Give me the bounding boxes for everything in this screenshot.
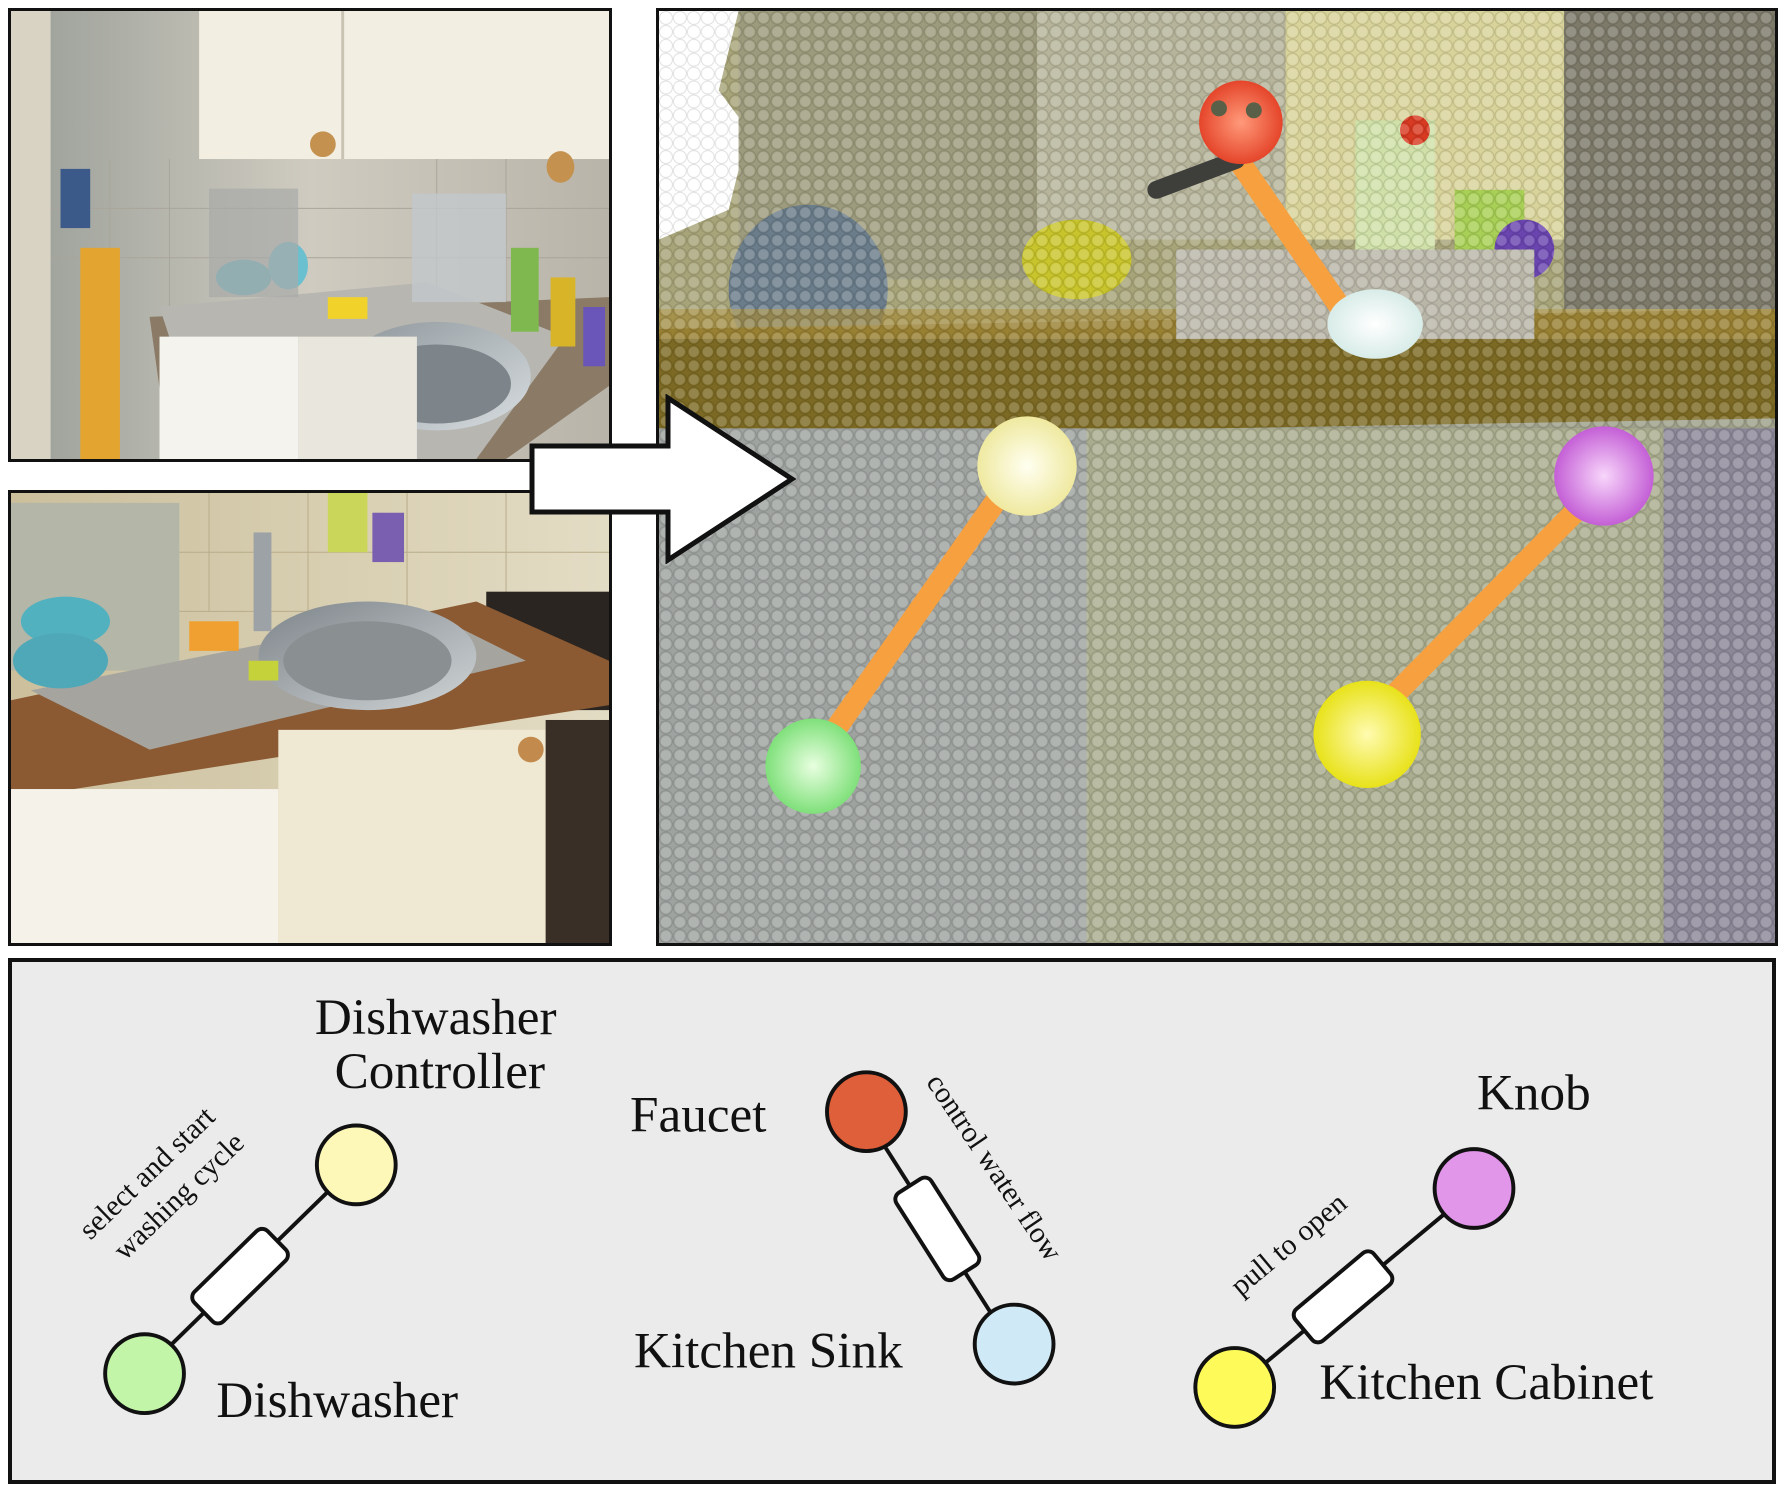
legend-graph: Dishwasher Controller Dishwasher select … (73, 989, 1653, 1429)
dishwasher-relation: Dishwasher Controller Dishwasher select … (73, 989, 557, 1429)
faucet-node (825, 1070, 908, 1154)
kitchen-photo-bottom-image (11, 493, 609, 943)
sink-marker (1327, 289, 1423, 359)
kitchen-photo-top-image (11, 11, 609, 459)
knob-label: Knob (1477, 1065, 1591, 1122)
dishwasher-controller-label-line1: Dishwasher (315, 989, 557, 1046)
knob-relation-node (1291, 1249, 1395, 1345)
arrow-right-icon (529, 394, 796, 564)
faucet-relation: Faucet Kitchen Sink control water flow (630, 1068, 1069, 1386)
dishwasher-relation-node (190, 1226, 290, 1326)
dishwasher-node (103, 1332, 186, 1416)
kitchen-sink-label: Kitchen Sink (634, 1323, 903, 1380)
faucet-label: Faucet (630, 1086, 766, 1143)
kitchen-sink-node (972, 1302, 1056, 1386)
kitchen-photo-top (8, 8, 612, 462)
point-cloud-render (656, 8, 1778, 946)
dishwasher-controller-marker (977, 416, 1077, 516)
point-cloud-image (659, 11, 1775, 943)
dishwasher-label: Dishwasher (216, 1372, 458, 1429)
kitchen-cabinet-marker (1313, 680, 1421, 788)
dishwasher-marker (765, 718, 861, 814)
faucet-marker (1199, 80, 1283, 165)
knob-marker (1554, 426, 1654, 526)
faucet-relation-node (893, 1175, 982, 1283)
dishwasher-controller-label-line2: Controller (335, 1043, 545, 1100)
legend-panel: Dishwasher Controller Dishwasher select … (8, 958, 1776, 1484)
kitchen-photo-bottom (8, 490, 612, 946)
kitchen-cabinet-node (1193, 1346, 1277, 1429)
knob-relation: Knob Kitchen Cabinet pull to open (1193, 1065, 1653, 1429)
kitchen-cabinet-label: Kitchen Cabinet (1319, 1354, 1653, 1411)
dishwasher-controller-node (314, 1123, 398, 1207)
knob-node (1432, 1147, 1516, 1230)
